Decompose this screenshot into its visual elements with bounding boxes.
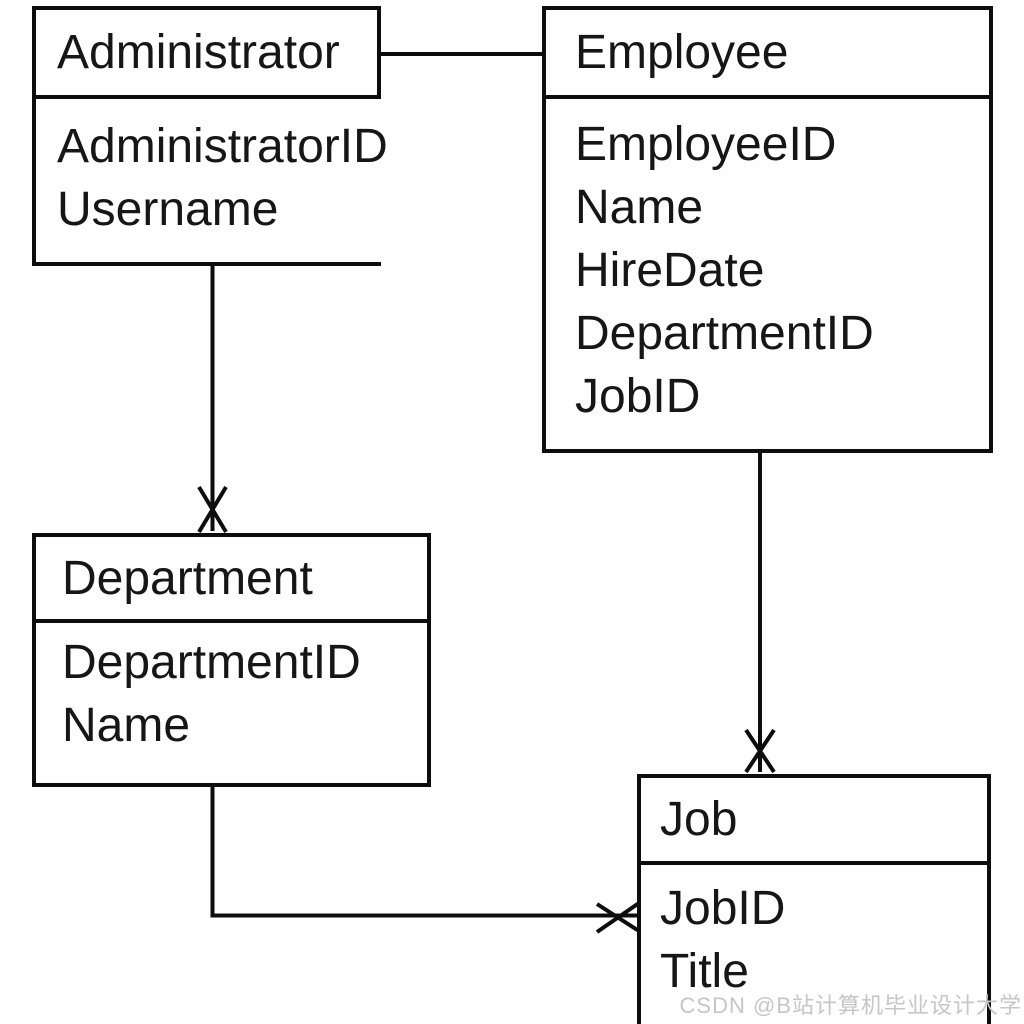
field-employeeid: EmployeeID [575, 118, 837, 171]
entity-employee-fields: EmployeeID Name HireDate DepartmentID Jo… [546, 99, 989, 428]
field-username: Username [57, 183, 279, 236]
entity-employee-title: Employee [546, 10, 989, 99]
field-jobid: JobID [660, 882, 786, 935]
line-department-job [210, 787, 637, 918]
x-marker-job-top-icon [744, 728, 776, 774]
entity-administrator-fields: AdministratorID Username [32, 99, 388, 266]
entity-job-fields: JobID Title [641, 865, 987, 1003]
entity-job-title: Job [641, 778, 987, 865]
field-name: Name [62, 699, 191, 752]
entity-job: Job JobID Title [637, 774, 991, 1024]
entity-department-title: Department [36, 537, 427, 623]
entity-employee: Employee EmployeeID Name HireDate Depart… [542, 6, 993, 453]
x-marker-job-left-icon [595, 901, 641, 934]
field-administratorid: AdministratorID [57, 120, 388, 173]
field-departmentid: DepartmentID [62, 636, 361, 689]
field-title: Title [660, 945, 749, 998]
csdn-watermark: CSDN @B站计算机毕业设计大学 [679, 993, 1022, 1018]
x-marker-department-icon [197, 485, 228, 534]
entity-department: Department DepartmentID Name [32, 533, 431, 787]
field-jobid: JobID [575, 370, 701, 423]
field-name: Name [575, 181, 704, 234]
field-hiredate: HireDate [575, 244, 765, 297]
entity-administrator-title: Administrator [32, 6, 381, 99]
field-departmentid: DepartmentID [575, 307, 874, 360]
entity-department-fields: DepartmentID Name [36, 623, 427, 757]
